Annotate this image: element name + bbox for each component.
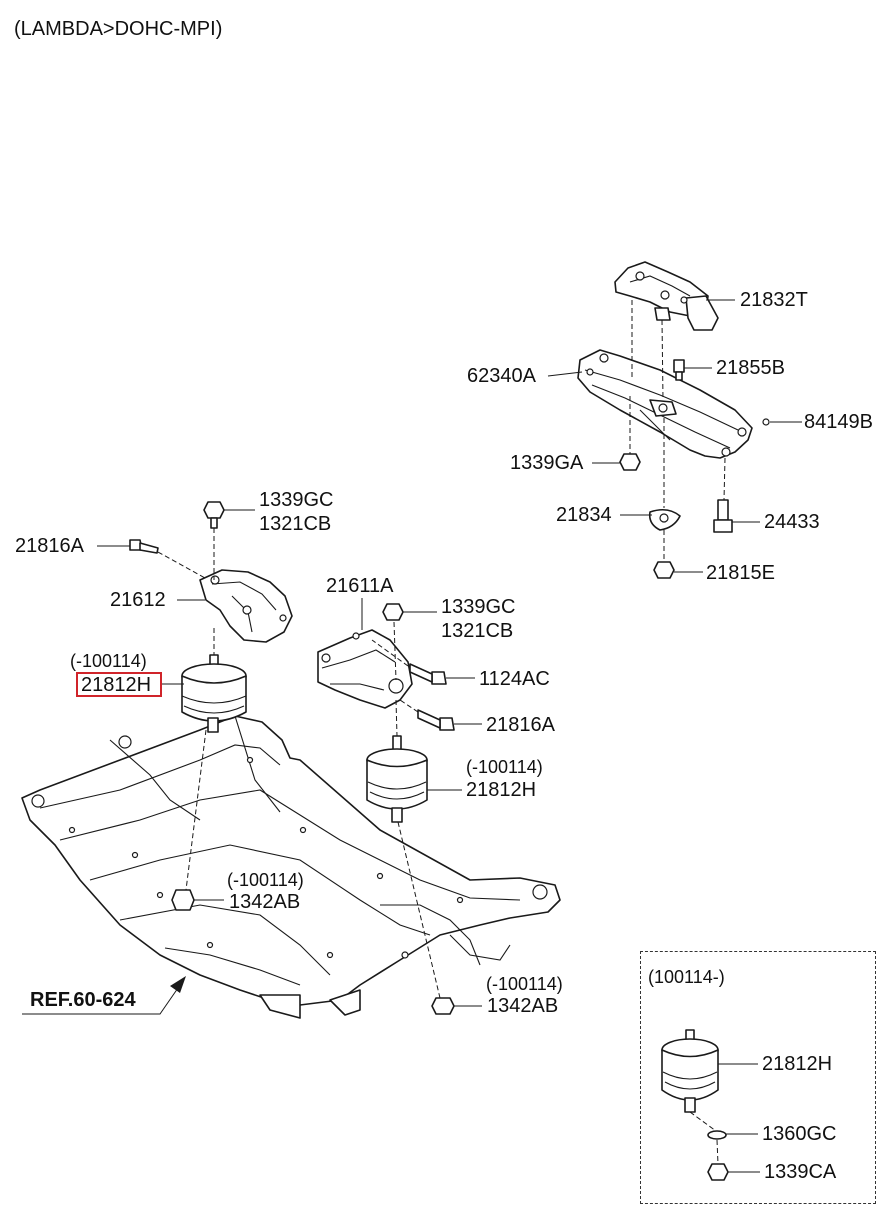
leader-lines xyxy=(97,299,802,1173)
part-label-1124AC[interactable]: 1124AC xyxy=(479,668,550,690)
ref-label[interactable]: REF.60-624 xyxy=(30,989,136,1011)
crossmember-drawing xyxy=(577,349,753,459)
date-label-d: (-100114) xyxy=(486,974,563,994)
date-label-a: (-100114) xyxy=(70,651,147,671)
part-label-84149B[interactable]: 84149B xyxy=(804,411,873,433)
inset-box xyxy=(640,951,876,1204)
bracket-21612-drawing xyxy=(199,569,293,643)
part-label-21832T[interactable]: 21832T xyxy=(740,289,808,311)
inset-part-label-1339CA[interactable]: 1339CA xyxy=(764,1161,837,1183)
inset-part-label-1360GC[interactable]: 1360GC xyxy=(762,1123,837,1145)
transmission-mount-drawing xyxy=(614,261,719,331)
fasteners-drawing xyxy=(129,359,770,1181)
highlight-box xyxy=(76,672,162,697)
part-label-1321CB-a[interactable]: 1321CB xyxy=(259,513,332,535)
part-label-62340A[interactable]: 62340A xyxy=(467,365,536,387)
diagram-title: (LAMBDA>DOHC-MPI) xyxy=(14,18,223,40)
part-label-21611A[interactable]: 21611A xyxy=(326,575,394,597)
inset-part-label-21812H[interactable]: 21812H xyxy=(762,1053,833,1075)
part-label-1339GA[interactable]: 1339GA xyxy=(510,452,584,474)
part-label-21812H-b[interactable]: 21812H xyxy=(466,779,537,801)
subframe-drawing xyxy=(21,715,561,1019)
part-label-21855B[interactable]: 21855B xyxy=(716,357,785,379)
part-label-1339GC-b[interactable]: 1339GC xyxy=(441,596,516,618)
part-label-1342AB-b[interactable]: 1342AB xyxy=(487,995,559,1017)
part-label-21816A-a[interactable]: 21816A xyxy=(15,535,84,557)
insulator-left-drawing xyxy=(181,654,247,733)
alignment-lines xyxy=(157,300,726,1165)
part-label-24433[interactable]: 24433 xyxy=(764,511,820,533)
part-label-21816A-b[interactable]: 21816A xyxy=(486,714,555,736)
part-label-21812H-a[interactable]: 21812H xyxy=(81,674,152,696)
part-label-1321CB-b[interactable]: 1321CB xyxy=(441,620,514,642)
part-label-1339GC-a[interactable]: 1339GC xyxy=(259,489,334,511)
ref-arrow xyxy=(22,976,186,1015)
part-label-21815E[interactable]: 21815E xyxy=(706,562,775,584)
part-label-21612[interactable]: 21612 xyxy=(110,589,166,611)
insulator-inset-drawing xyxy=(661,1029,719,1113)
bracket-21611A-drawing xyxy=(317,629,413,709)
part-label-1342AB-a[interactable]: 1342AB xyxy=(229,891,301,913)
inset-title: (100114-) xyxy=(648,967,725,987)
date-label-c: (-100114) xyxy=(227,870,304,890)
date-label-b: (-100114) xyxy=(466,757,543,777)
insulator-right-drawing xyxy=(366,735,428,823)
part-label-21834[interactable]: 21834 xyxy=(556,504,612,526)
